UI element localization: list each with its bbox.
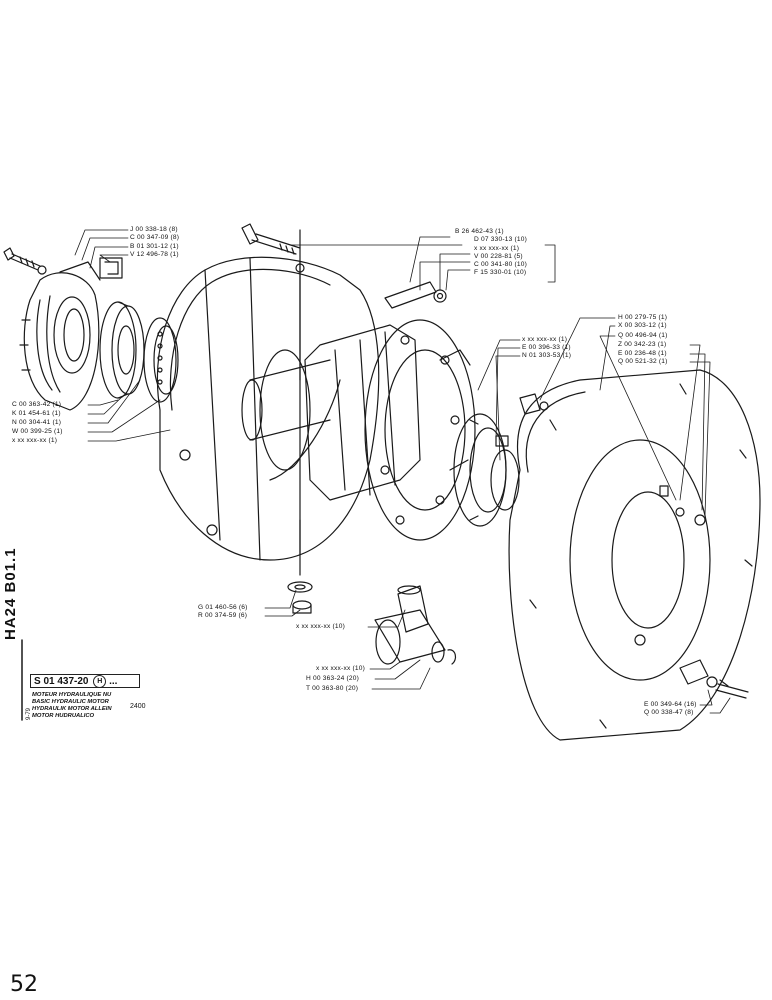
part-label: D 07 330-13 (10) [474, 236, 528, 243]
reference-number: S 01 437-20 [34, 676, 89, 688]
part-label: G 01 460-56 (6) [198, 604, 248, 611]
part-label: R 00 374-59 (6) [198, 612, 248, 619]
part-label: J 00 338-18 (8) [130, 226, 178, 233]
washer-small [37, 265, 47, 275]
piston [374, 609, 457, 665]
right-end-cover [508, 369, 761, 741]
part-label: T 00 363-80 (20) [306, 685, 359, 692]
reference-number-box: S 01 437-20 H ... [30, 674, 140, 688]
description-block: MOTEUR HYDRAULIQUE NU BASIC HYDRAULIC MO… [32, 692, 112, 720]
part-label: Q 00 496-94 (1) [618, 332, 668, 339]
part-label: C 00 347-09 (8) [130, 234, 180, 241]
part-label: H 00 363-24 (20) [306, 675, 360, 682]
part-label: N 00 304-41 (1) [12, 419, 62, 426]
part-label: x xx xxx-xx (10) [316, 665, 365, 672]
part-label: x xx xxx-xx (1) [12, 437, 58, 444]
part-label: W 00 399-25 (1) [12, 428, 63, 435]
plate-nut [384, 281, 447, 309]
plug-right [519, 393, 549, 415]
part-label: C 00 341-80 (10) [474, 261, 528, 268]
ref-dots: ... [109, 676, 118, 688]
part-label: E 00 236-48 (1) [618, 350, 667, 357]
part-label: x xx xxx-xx (1) [474, 245, 520, 252]
part-label: E 00 396-33 (1) [522, 344, 571, 351]
part-label: Z 00 342-23 (1) [618, 341, 667, 348]
ref-suffix-badge: H [93, 675, 107, 688]
part-label: X 00 303-12 (1) [618, 322, 667, 329]
description-line: MOTOR HUDRUALICO [32, 713, 95, 719]
bearing-right [453, 413, 520, 527]
fitting-bottom-right [679, 659, 749, 699]
description-line: MOTEUR HYDRAULIQUE NU [32, 692, 112, 698]
part-label: N 01 303-53 (1) [522, 352, 572, 359]
part-label: H 00 279-75 (1) [618, 314, 668, 321]
distributor-flange [364, 319, 476, 541]
part-label: K 01 454-61 (1) [12, 410, 61, 417]
part-label: B 01 301-12 (1) [130, 243, 179, 250]
leader-lines [74, 229, 731, 714]
part-label: Q 00 338-47 (8) [644, 709, 694, 716]
part-label: C 00 363-42 (1) [12, 401, 62, 408]
left-end-cover [19, 257, 123, 411]
seal-ring [143, 317, 179, 403]
part-label: B 26 462-43 (1) [455, 228, 504, 235]
bolt-top-left [3, 247, 41, 271]
description-code: 2400 [130, 703, 146, 710]
description-line: HYDRAULIK MOTOR ALLEIN [32, 706, 112, 712]
part-label: V 00 228-81 (5) [474, 253, 523, 260]
washer-plug-bottom [287, 581, 313, 614]
part-label: Q 00 521-32 (1) [618, 358, 668, 365]
page-number: 52 [10, 972, 38, 997]
bolt-top-center [241, 223, 301, 255]
part-label-pin: x xx xxx-xx (10) [296, 623, 345, 630]
shaft-rotor [241, 229, 421, 576]
part-label: V 12 496-78 (1) [130, 251, 179, 258]
part-label: F 15 330-01 (10) [474, 269, 527, 276]
side-code: HA24 B01.1 [2, 547, 19, 640]
description-line: BASIC HYDRAULIC MOTOR [32, 699, 109, 705]
main-housing [156, 256, 380, 561]
part-label: x xx xxx-xx (1) [522, 336, 568, 343]
part-label: E 00 349-64 (16) [644, 701, 697, 708]
roller [397, 585, 429, 633]
